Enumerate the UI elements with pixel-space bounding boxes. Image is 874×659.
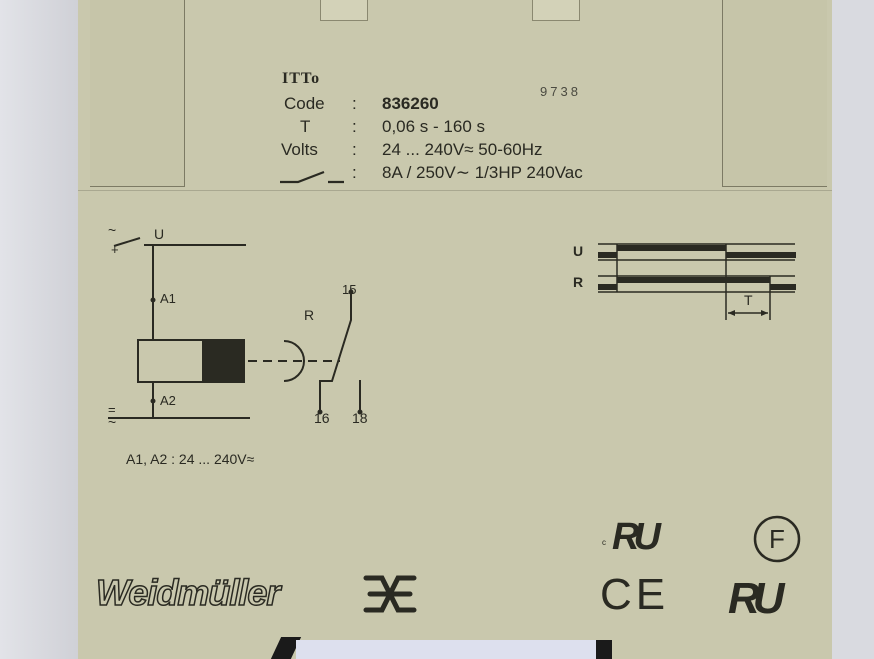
code-key: Code <box>284 94 325 113</box>
contact-sep: : <box>352 163 357 182</box>
background-left <box>0 0 80 659</box>
timing-diagram <box>598 243 796 320</box>
batch-code: 9738 <box>540 84 581 99</box>
wiring-diagram <box>108 237 363 419</box>
relay-label: R <box>304 307 315 323</box>
timing-t-label: T <box>744 292 753 308</box>
ce-mark-icon: CE <box>600 570 670 619</box>
time-key: T <box>300 117 311 136</box>
svg-text:F: F <box>769 524 785 554</box>
itt-mark: ITTo <box>282 70 321 87</box>
c-prefix: c <box>602 538 606 547</box>
weidmuller-logo: Weidmüller <box>95 571 281 614</box>
terminal-18: 18 <box>352 410 368 426</box>
time-value: 0,06 s - 160 s <box>382 117 486 136</box>
panel-divider <box>78 190 832 191</box>
code-value: 836260 <box>382 94 439 113</box>
background-right <box>830 0 874 659</box>
bottom-slot <box>296 640 596 659</box>
supply-u-label: U <box>154 226 165 242</box>
code-sep: : <box>352 94 357 113</box>
volts-key: Volts <box>281 140 318 159</box>
f-mark-icon: F <box>753 515 801 563</box>
ac-symbol-bottom: ~ <box>108 414 117 430</box>
ac-symbol-top: ~ <box>108 222 117 238</box>
timing-r-label: R <box>573 274 584 290</box>
cur-mark-icon: RU <box>612 516 661 558</box>
terminal-15: 15 <box>342 282 357 297</box>
terminal-a2: A2 <box>160 393 176 408</box>
terminal-16: 16 <box>314 410 330 426</box>
coil-rating: A1, A2 : 24 ... 240V≈ <box>126 451 255 467</box>
plus-sign: + <box>111 242 119 257</box>
latch-tab-right <box>532 0 580 21</box>
time-sep: : <box>352 117 357 136</box>
relay-housing <box>78 0 832 659</box>
latch-tab-left <box>320 0 368 21</box>
volts-value: 24 ... 240V≈ 50-60Hz <box>382 140 543 159</box>
weidmuller-emblem-icon <box>363 575 417 613</box>
slot-edge-right <box>596 640 612 659</box>
contact-symbol-icon <box>280 170 344 184</box>
dc-symbol: = <box>108 402 116 417</box>
side-panel-left <box>90 0 185 187</box>
terminal-a1: A1 <box>160 291 176 306</box>
contact-value: 8A / 250V∼ 1/3HP 240Vac <box>382 163 583 182</box>
side-panel-right <box>722 0 827 187</box>
volts-sep: : <box>352 140 357 159</box>
ur-mark-icon: RU <box>728 574 785 623</box>
timing-u-label: U <box>573 243 584 259</box>
